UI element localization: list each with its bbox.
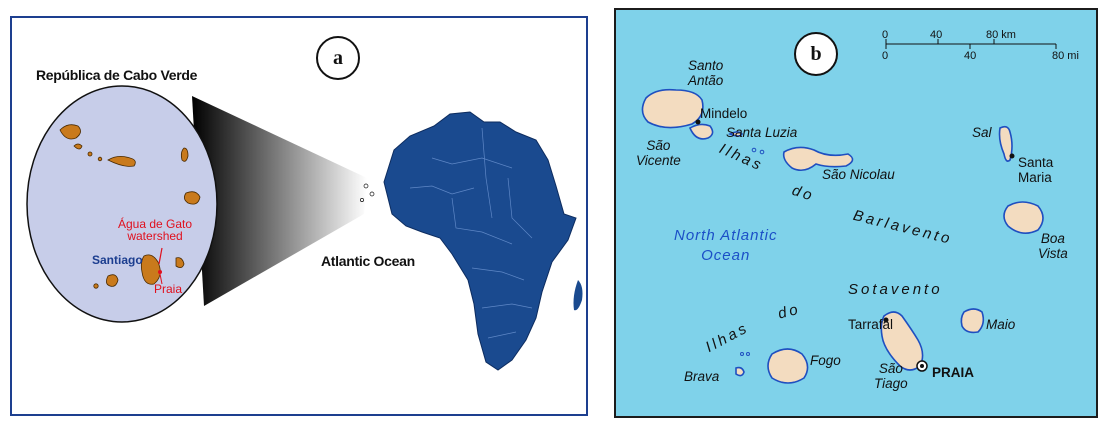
maio-label: Maio — [986, 317, 1016, 332]
scale-km-0: 0 — [882, 29, 889, 41]
island-maio-a — [175, 257, 185, 268]
scale-mi-80: 80 mi — [1052, 50, 1079, 62]
islands — [641, 88, 1044, 384]
santa-luzia-label: Santa Luzia — [726, 125, 798, 140]
island-islet-a — [97, 156, 103, 162]
santiago-label: Santiago — [92, 253, 143, 267]
boa-vista-line1: Boa — [1040, 231, 1065, 246]
magnifier-circle — [26, 85, 218, 323]
mindelo-label: Mindelo — [700, 106, 748, 121]
island-santo-antao-a — [59, 124, 81, 140]
santa-maria-line1: Santa — [1018, 155, 1054, 170]
island-santiago-a — [140, 254, 161, 285]
santo-antao-line2: Antão — [688, 72, 724, 88]
island-sao-vicente — [688, 123, 714, 140]
santa-maria-dot — [1009, 153, 1015, 159]
island-sal-a — [180, 147, 189, 162]
madagascar — [573, 280, 583, 311]
santo-antao-line1: Santo — [688, 58, 724, 73]
santo-antao-label: Santo Antão — [688, 58, 724, 89]
sao-tiago-label: São Tiago — [874, 361, 908, 392]
boa-vista-label: Boa Vista — [1038, 231, 1068, 262]
scale-mi-0: 0 — [882, 50, 889, 62]
watershed-label: Água de Gato watershed — [118, 218, 192, 242]
praia-label-a: Praia — [154, 282, 183, 296]
sotavento-word-3: Sotavento — [848, 281, 943, 298]
island-santo-antao — [641, 88, 704, 129]
detail-map-graphic — [641, 39, 1057, 384]
praia-label: PRAIA — [932, 365, 975, 380]
panel-b-badge: b — [794, 32, 838, 76]
fogo-label: Fogo — [810, 353, 841, 368]
tarrafal-label: Tarrafal — [848, 317, 894, 332]
islets — [740, 147, 765, 356]
island-santa-luzia — [728, 131, 743, 137]
north-atlantic-line2: Ocean — [701, 246, 751, 264]
sao-vicente-label: São Vicente — [636, 138, 681, 169]
island-maio — [960, 308, 985, 334]
island-boa-vista — [1003, 201, 1044, 234]
boa-vista-line2: Vista — [1038, 245, 1068, 261]
cape-verde-islands — [59, 124, 201, 289]
scale-km-80: 80 km — [986, 29, 1016, 41]
island-sao-vicente-a — [73, 143, 83, 150]
locator-map-panel: a República de Cabo Verde Atlantic Ocean… — [10, 16, 588, 416]
scale-mi-40: 40 — [964, 50, 977, 62]
scale-km-40: 40 — [930, 29, 943, 41]
island-boa-vista-a — [184, 191, 201, 205]
detail-map-panel: b 0 40 80 km 0 40 80 mi Santo Antão Mind… — [614, 8, 1098, 418]
town-markers — [695, 119, 1015, 323]
island-fogo-a — [106, 274, 119, 287]
republic-title: República de Cabo Verde — [36, 67, 198, 83]
island-brava — [735, 366, 745, 377]
island-sal — [998, 125, 1013, 162]
africa-continent — [383, 111, 577, 371]
brava-label: Brava — [684, 369, 720, 384]
sao-tiago-line1: São — [878, 361, 903, 376]
watershed-label-line1: Água de Gato — [118, 217, 193, 231]
sal-label: Sal — [972, 125, 992, 140]
watershed-marker — [158, 270, 162, 274]
north-atlantic-label: North Atlantic Ocean — [674, 226, 777, 265]
scale-bar — [885, 39, 1057, 49]
tip-islands — [360, 183, 375, 202]
north-atlantic-line1: North Atlantic — [674, 227, 778, 244]
island-sao-nicolau — [782, 146, 854, 172]
watershed-label-line2: watershed — [127, 229, 183, 243]
sao-tiago-line2: Tiago — [874, 375, 908, 391]
island-santa-luzia-a — [87, 151, 93, 157]
sao-vicente-line1: São — [646, 138, 671, 153]
island-fogo — [767, 348, 809, 384]
panel-a-badge: a — [316, 36, 360, 80]
magnification-beam — [192, 96, 367, 306]
island-brava-a — [93, 283, 99, 289]
praia-pointer — [159, 273, 163, 285]
santa-maria-line2: Maria — [1018, 169, 1052, 185]
watershed-pointer — [158, 247, 163, 265]
mindelo-dot — [695, 119, 701, 125]
sao-nicolau-label: São Nicolau — [822, 167, 895, 182]
locator-map-graphic — [26, 85, 583, 371]
africa-borders — [409, 127, 533, 339]
sao-vicente-line2: Vicente — [636, 152, 681, 168]
island-sao-nicolau-a — [107, 156, 136, 167]
tarrafal-dot — [883, 317, 889, 323]
atlantic-ocean-label: Atlantic Ocean — [321, 253, 415, 269]
santa-maria-label: Santa Maria — [1018, 155, 1054, 186]
